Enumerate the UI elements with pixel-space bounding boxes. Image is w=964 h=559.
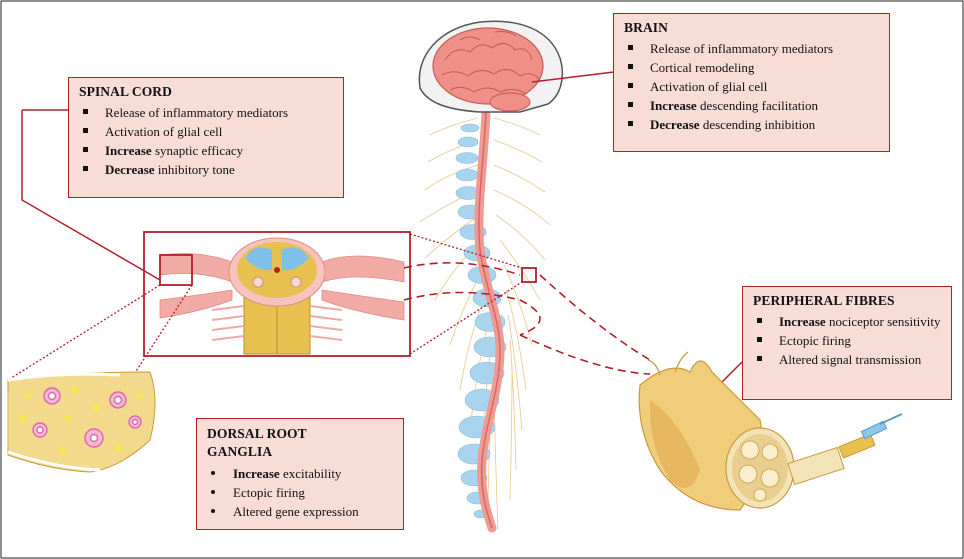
drg-list: Increase excitability Ectopic firing Alt… (207, 464, 393, 521)
drg-title: DORSAL ROOT GANGLIA (207, 425, 337, 461)
list-item: Cortical remodeling (624, 58, 879, 77)
brain-box: BRAIN Release of inflammatory mediators … (613, 13, 890, 152)
peripheral-title: PERIPHERAL FIBRES (753, 293, 941, 309)
list-item: Decrease inhibitory tone (79, 160, 333, 179)
list-item: Ectopic firing (753, 331, 941, 350)
peripheral-list: Increase nociceptor sensitivity Ectopic … (753, 312, 941, 369)
spinal-cord-title: SPINAL CORD (79, 84, 333, 100)
list-item: Ectopic firing (207, 483, 393, 502)
peripheral-fibres-box: PERIPHERAL FIBRES Increase nociceptor se… (742, 286, 952, 400)
list-item: Release of inflammatory mediators (79, 103, 333, 122)
list-item: Increase synaptic efficacy (79, 141, 333, 160)
list-item: Increase descending facilitation (624, 96, 879, 115)
spinal-cord-box: SPINAL CORD Release of inflammatory medi… (68, 77, 344, 198)
nerve-path-1 (404, 263, 520, 275)
list-item: Increase excitability (207, 464, 393, 483)
list-item: Decrease descending inhibition (624, 115, 879, 134)
brain-icon (419, 21, 562, 112)
dorsal-root-ganglia-box: DORSAL ROOT GANGLIA Increase excitabilit… (196, 418, 404, 530)
ganglion-cells-icon (8, 372, 155, 472)
list-item: Release of inflammatory mediators (624, 39, 879, 58)
nerve-path-4 (540, 275, 650, 360)
zoom-line-1 (8, 285, 160, 380)
spinal-cord-list: Release of inflammatory mediators Activa… (79, 103, 333, 179)
brain-title: BRAIN (624, 20, 879, 36)
list-item: Activation of glial cell (624, 77, 879, 96)
brain-list: Release of inflammatory mediators Cortic… (624, 39, 879, 134)
list-item: Altered signal transmission (753, 350, 941, 369)
list-item: Increase nociceptor sensitivity (753, 312, 941, 331)
list-item: Activation of glial cell (79, 122, 333, 141)
list-item: Altered gene expression (207, 502, 393, 521)
nerve-path-3 (520, 335, 650, 374)
spine-zoom-marker (522, 268, 536, 282)
spinal-column-icon (420, 112, 550, 530)
